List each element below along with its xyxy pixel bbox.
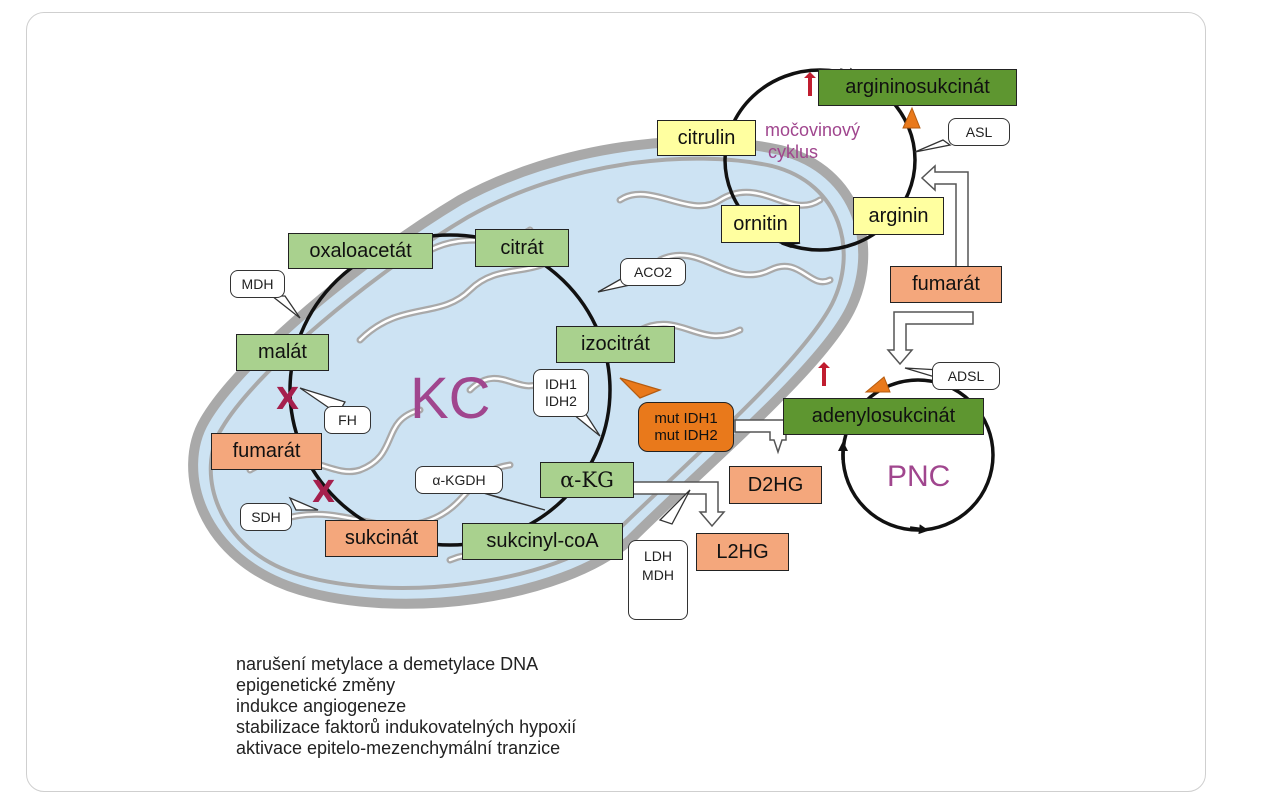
pnc-label: PNC bbox=[887, 460, 951, 493]
ornitin-box: ornitin bbox=[721, 205, 800, 243]
effect-item: indukce angiogeneze bbox=[236, 696, 407, 716]
argininosukcinat-box: argininosukcinát bbox=[818, 69, 1017, 106]
effect-item: narušení metylace a demetylace DNA bbox=[236, 654, 539, 674]
pnc-ring bbox=[838, 376, 995, 535]
citrat-box: citrát bbox=[475, 229, 569, 267]
adsl-callout: ADSL bbox=[932, 362, 1000, 390]
alpha-kg-box: α-KG bbox=[540, 462, 634, 498]
krebs-cycle-ring bbox=[288, 233, 612, 547]
sukcinat-box: sukcinát bbox=[325, 520, 438, 557]
citrulin-box: citrulin bbox=[657, 120, 756, 156]
mut-idh1-label: mut IDH1 bbox=[654, 410, 718, 427]
urea-cycle-label-line2: cyklus bbox=[768, 142, 819, 162]
hollow-arrows bbox=[631, 164, 974, 528]
idh2-label: IDH2 bbox=[545, 393, 577, 409]
mitochondrion bbox=[188, 136, 869, 609]
ldh-mdh-callout: LDH MDH bbox=[628, 540, 688, 620]
downstream-effects-list: narušení metylace a demetylace DNA epige… bbox=[236, 654, 576, 759]
fh-callout: FH bbox=[324, 406, 371, 434]
oxaloacetat-box: oxaloacetát bbox=[288, 233, 433, 269]
effect-item: stabilizace faktorů indukovatelných hypo… bbox=[236, 717, 577, 737]
figure-frame bbox=[26, 12, 1206, 792]
arginin-box: arginin bbox=[853, 197, 944, 235]
mut-idh-box: mut IDH1 mut IDH2 bbox=[638, 402, 734, 452]
sdh-inhibition-mark: X bbox=[312, 475, 336, 510]
ldh-label: LDH bbox=[643, 548, 672, 564]
asl-callout: ASL bbox=[948, 118, 1010, 146]
mdh-callout: MDH bbox=[230, 270, 285, 298]
d2hg-box: D2HG bbox=[729, 466, 822, 504]
sukcinyl-coa-box: sukcinyl-coA bbox=[462, 523, 623, 560]
urea-cycle-label-line1: močovinový bbox=[765, 120, 861, 140]
fumarat-krebs-box: fumarát bbox=[211, 433, 322, 470]
izocitrat-box: izocitrát bbox=[556, 326, 675, 363]
mdh2-label: MDH bbox=[642, 567, 674, 583]
effect-item: epigenetické změny bbox=[236, 675, 396, 695]
krebs-cycle-label: KC bbox=[410, 366, 491, 431]
fumarat-urea-box: fumarát bbox=[890, 266, 1002, 303]
l2hg-box: L2HG bbox=[696, 533, 789, 571]
idh1-label: IDH1 bbox=[545, 376, 577, 392]
aco2-callout: ACO2 bbox=[620, 258, 686, 286]
fh-inhibition-mark: X bbox=[276, 382, 300, 417]
adenylosukcinat-box: adenylosukcinát bbox=[783, 398, 984, 435]
akgdh-callout: α-KGDH bbox=[415, 466, 503, 494]
mut-idh2-label: mut IDH2 bbox=[654, 427, 718, 444]
idh-callout: IDH1 IDH2 bbox=[533, 369, 589, 417]
malat-box: malát bbox=[236, 334, 329, 371]
effect-item: aktivace epitelo-mezenchymální tranzice bbox=[236, 738, 561, 758]
sdh-callout: SDH bbox=[240, 503, 292, 531]
